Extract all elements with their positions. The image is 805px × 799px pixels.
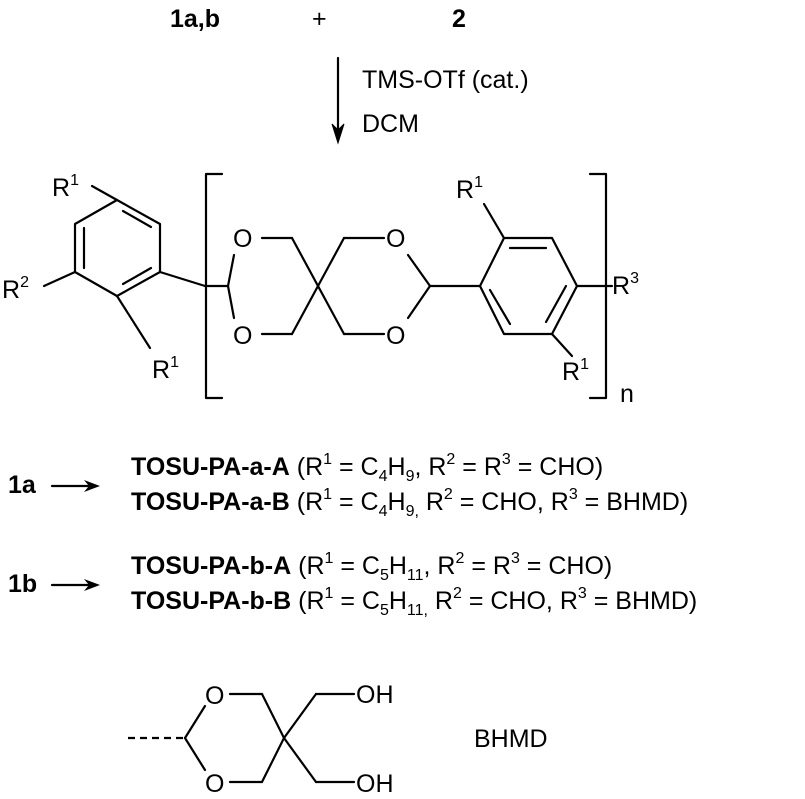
- oxygen-2: O: [233, 322, 252, 350]
- oxygen-1: O: [233, 225, 252, 253]
- product-tosu-pa-a-b: TOSU-PA-a-B (R1 = C4H9, R2 = CHO, R3 = B…: [131, 486, 688, 520]
- bhmd-hydroxyl-top: OH: [356, 681, 394, 709]
- bond-r1-top-left: [90, 184, 119, 202]
- r1-label-bottom-left: R1: [152, 354, 179, 384]
- r1-label-bottom-right: R1: [562, 356, 589, 386]
- right-bracket: [588, 172, 608, 400]
- bond-ring-acetal-left: [158, 270, 207, 288]
- r1-label-top-left: R1: [52, 172, 79, 202]
- reagent-tmsotf: TMS-OTf (cat.): [362, 66, 529, 94]
- reagent-dcm: DCM: [362, 110, 419, 138]
- bhmd-oxygen-bottom: O: [205, 770, 224, 798]
- r2-label: R2: [2, 274, 29, 304]
- bhmd-label: BHMD: [474, 725, 548, 753]
- bond-r1-top-right: [482, 202, 506, 240]
- bond-r1-bottom-right: [550, 332, 574, 358]
- product-tosu-pa-b-a: TOSU-PA-b-A (R1 = C5H11, R2 = R3 = CHO): [131, 550, 612, 584]
- r1-label-top-right: R1: [456, 174, 483, 204]
- bond-r2: [42, 270, 77, 288]
- reactant-1a-b: 1a,b: [170, 5, 220, 33]
- left-bracket: [204, 172, 224, 400]
- spiro-acetal-core: [226, 236, 432, 336]
- oxygen-4: O: [386, 322, 405, 350]
- plus-sign: +: [312, 5, 327, 33]
- bond-r1-bottom-left: [115, 294, 152, 350]
- repeat-unit-n: n: [620, 380, 634, 408]
- source-1a: 1a: [8, 471, 37, 499]
- source-1b: 1b: [8, 570, 37, 598]
- arrow-1b: [50, 579, 100, 591]
- reaction-arrow: [331, 56, 345, 145]
- left-benzene-ring: [73, 198, 162, 298]
- oxygen-3: O: [386, 225, 405, 253]
- product-list: 1a TOSU-PA-a-A (R1 = C4H9, R2 = R3 = CHO…: [8, 451, 697, 619]
- product-tosu-pa-a-a: TOSU-PA-a-A (R1 = C4H9, R2 = R3 = CHO): [131, 451, 603, 485]
- bhmd-hydroxyl-bottom: OH: [356, 770, 394, 798]
- arrow-1a: [50, 480, 100, 492]
- bhmd-oxygen-top: O: [205, 682, 224, 710]
- reactant-2: 2: [452, 5, 466, 33]
- right-benzene-ring: [478, 236, 579, 336]
- product-tosu-pa-b-b: TOSU-PA-b-B (R1 = C5H11, R2 = CHO, R3 = …: [131, 585, 697, 619]
- bhmd-structure: [128, 692, 356, 784]
- r3-label: R3: [612, 270, 639, 300]
